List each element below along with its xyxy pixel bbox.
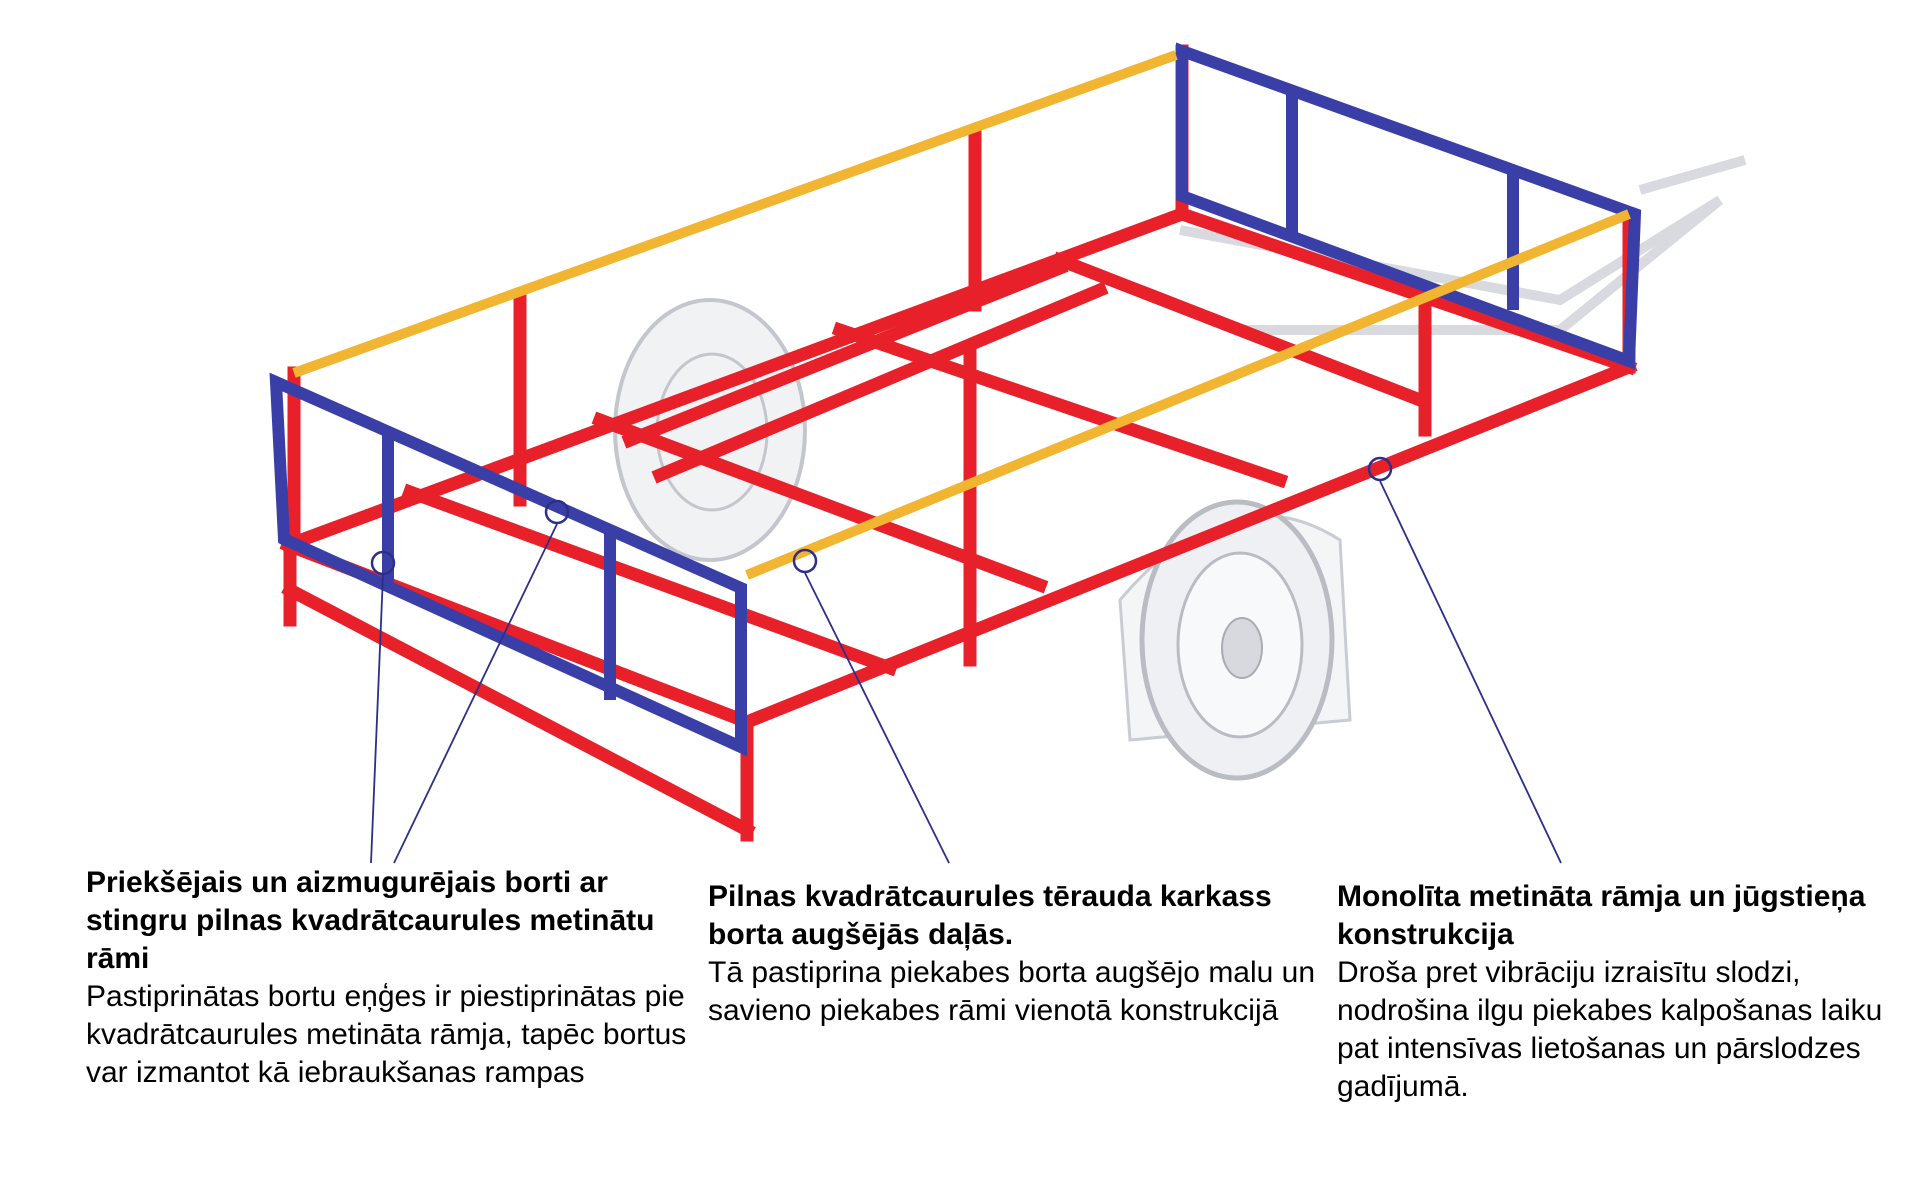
callout-panels: Priekšējais un aizmugurējais borti ar st…: [86, 864, 706, 1092]
callout-body: Pastiprinātas bortu eņģes ir piestiprinā…: [86, 980, 687, 1089]
marker-hinge: [370, 550, 396, 576]
callout-leaders: [370, 456, 1562, 864]
marker-front-panel: [544, 499, 570, 525]
wheel-front: [1118, 499, 1352, 781]
marker-frame: [1367, 456, 1393, 482]
callout-body: Droša pret vibrāciju izraisītu slodzi, n…: [1337, 956, 1883, 1103]
callout-top-rail: Pilnas kvadrātcaurules tērauda karkass b…: [708, 878, 1328, 1030]
callout-title: Pilnas kvadrātcaurules tērauda karkass b…: [708, 880, 1272, 951]
front-panel: [269, 372, 747, 757]
red-frame: [279, 44, 1638, 842]
callout-title: Priekšējais un aizmugurējais borti ar st…: [86, 866, 655, 975]
side-top-rails: [292, 50, 1631, 580]
callout-body: Tā pastiprina piekabes borta augšējo mal…: [708, 956, 1316, 1027]
marker-top-rail: [792, 548, 818, 574]
callout-frame: Monolīta metināta rāmja un jūgstieņa kon…: [1337, 878, 1897, 1106]
callout-title: Monolīta metināta rāmja un jūgstieņa kon…: [1337, 880, 1866, 951]
rear-panel: [1176, 42, 1642, 370]
